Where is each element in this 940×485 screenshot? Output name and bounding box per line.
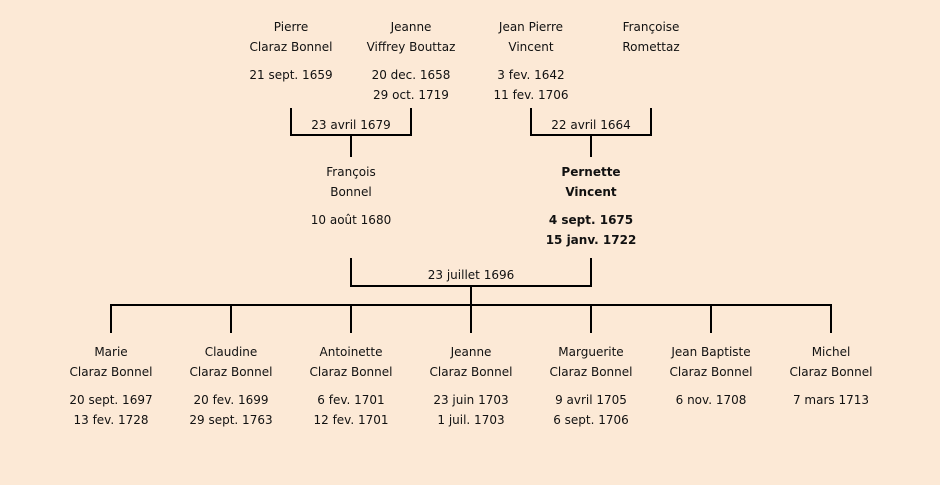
birth-date: 7 mars 1713 <box>792 393 870 407</box>
first-name: Michel <box>811 345 851 359</box>
death-date: 29 oct. 1719 <box>373 88 449 102</box>
first-name: Pierre <box>273 20 309 34</box>
last-name: Viffrey Bouttaz <box>366 40 456 54</box>
birth-date: 21 sept. 1659 <box>249 68 333 82</box>
first-name: Jean Pierre <box>498 20 564 34</box>
first-name: Jean Baptiste <box>671 345 751 359</box>
birth-date: 20 dec. 1658 <box>371 68 451 82</box>
last-name: Claraz Bonnel <box>789 365 873 379</box>
marriage-date-right: 22 avril 1664 <box>551 118 631 132</box>
last-name: Claraz Bonnel <box>69 365 153 379</box>
first-name: Françoise <box>622 20 680 34</box>
first-name: Marie <box>94 345 128 359</box>
first-name: Marguerite <box>558 345 624 359</box>
marriage-date-parents: 23 juillet 1696 <box>427 268 515 282</box>
last-name: Claraz Bonnel <box>189 365 273 379</box>
marriage-date-left: 23 avril 1679 <box>311 118 391 132</box>
death-date: 1 juil. 1703 <box>437 413 505 427</box>
birth-date: 4 sept. 1675 <box>548 213 634 227</box>
first-name: Pernette <box>561 165 621 179</box>
death-date: 11 fev. 1706 <box>493 88 569 102</box>
last-name: Claraz Bonnel <box>309 365 393 379</box>
first-name: Jeanne <box>450 345 492 359</box>
last-name: Vincent <box>508 40 554 54</box>
death-date: 13 fev. 1728 <box>73 413 149 427</box>
birth-date: 9 avril 1705 <box>555 393 627 407</box>
death-date: 6 sept. 1706 <box>553 413 629 427</box>
first-name: Jeanne <box>390 20 432 34</box>
first-name: François <box>326 165 376 179</box>
last-name: Vincent <box>565 185 617 199</box>
birth-date: 10 août 1680 <box>310 213 392 227</box>
last-name: Claraz Bonnel <box>249 40 333 54</box>
birth-date: 23 juin 1703 <box>433 393 509 407</box>
first-name: Claudine <box>204 345 258 359</box>
death-date: 29 sept. 1763 <box>189 413 273 427</box>
death-date: 12 fev. 1701 <box>313 413 389 427</box>
last-name: Claraz Bonnel <box>549 365 633 379</box>
last-name: Claraz Bonnel <box>669 365 753 379</box>
last-name: Romettaz <box>622 40 680 54</box>
birth-date: 6 fev. 1701 <box>317 393 385 407</box>
first-name: Antoinette <box>319 345 383 359</box>
last-name: Claraz Bonnel <box>429 365 513 379</box>
birth-date: 6 nov. 1708 <box>675 393 747 407</box>
birth-date: 20 sept. 1697 <box>69 393 153 407</box>
last-name: Bonnel <box>330 185 372 199</box>
death-date: 15 janv. 1722 <box>545 233 637 247</box>
birth-date: 3 fev. 1642 <box>497 68 565 82</box>
birth-date: 20 fev. 1699 <box>193 393 269 407</box>
